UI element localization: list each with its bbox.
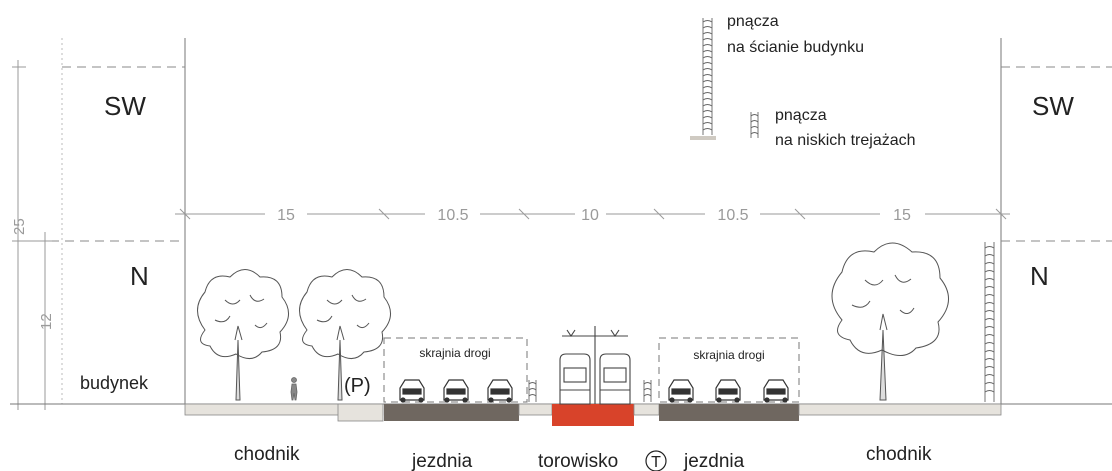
trellis-climber-icon xyxy=(528,380,652,402)
zone-label-upper-right: SW xyxy=(1032,91,1074,121)
tram-symbol-circle xyxy=(645,450,667,471)
green-strip-left xyxy=(518,403,553,416)
dim-width-tramway: 10 xyxy=(581,207,599,224)
road-clearance-right xyxy=(658,337,800,403)
bottom-label-road-right: jezdnia xyxy=(683,451,745,471)
pedestrian-icon xyxy=(290,377,298,401)
sidewalk-right xyxy=(798,403,1002,416)
clearance-label-left: skrajnia drogi xyxy=(419,346,490,360)
bottom-label-sidewalk-right: chodnik xyxy=(866,444,932,465)
car-icon xyxy=(715,379,741,403)
bottom-label-tramway: torowisko xyxy=(538,451,618,471)
trellis-climber-icon xyxy=(750,112,759,138)
dim-width-sidewalk-right: 15 xyxy=(893,207,911,224)
car-icon xyxy=(487,379,513,403)
road-right xyxy=(659,404,799,421)
tram-symbol: T xyxy=(651,454,661,471)
zone-label-lower-left: N xyxy=(130,261,149,291)
tree-icon xyxy=(299,269,391,401)
road-clearance-left xyxy=(383,337,528,403)
legend-trellis-line2: na niskich trejażach xyxy=(775,132,916,149)
building-label: budynek xyxy=(80,373,149,393)
car-icon xyxy=(763,379,789,403)
car-icon xyxy=(443,379,469,403)
tramway-track xyxy=(552,404,634,426)
road-left xyxy=(384,404,519,421)
car-icon xyxy=(399,379,425,403)
dim-width-road-right: 10.5 xyxy=(717,207,748,224)
dim-width-road-left: 10.5 xyxy=(437,207,468,224)
tram-icon xyxy=(559,326,631,405)
parking-lane xyxy=(337,403,384,422)
tree-icon xyxy=(197,269,289,401)
horizontal-dimension xyxy=(175,208,1010,220)
clearance-label-right: skrajnia drogi xyxy=(693,348,764,362)
car-icon xyxy=(668,379,694,403)
green-strip-right xyxy=(633,403,660,416)
legend-trellis-line1: pnącza xyxy=(775,107,827,124)
tree-icon xyxy=(831,242,949,401)
legend-wall-line1: pnącza xyxy=(727,13,779,30)
height-lines xyxy=(20,66,1112,242)
zone-label-lower-right: N xyxy=(1030,261,1049,291)
wall-climber-icon xyxy=(984,242,995,402)
dim-width-sidewalk-left: 15 xyxy=(277,207,295,224)
zone-label-upper-left: SW xyxy=(104,91,146,121)
parking-label: (P) xyxy=(344,375,371,397)
bottom-label-sidewalk-left: chodnik xyxy=(234,444,300,465)
legend-wall-line2: na ścianie budynku xyxy=(727,39,864,56)
wall-climber-base xyxy=(690,136,716,140)
dim-height-25: 25 xyxy=(11,218,28,235)
building-outlines xyxy=(61,38,1002,404)
dim-height-12: 12 xyxy=(38,313,55,330)
wall-climber-icon xyxy=(702,18,713,135)
bottom-label-road-left: jezdnia xyxy=(411,451,473,471)
